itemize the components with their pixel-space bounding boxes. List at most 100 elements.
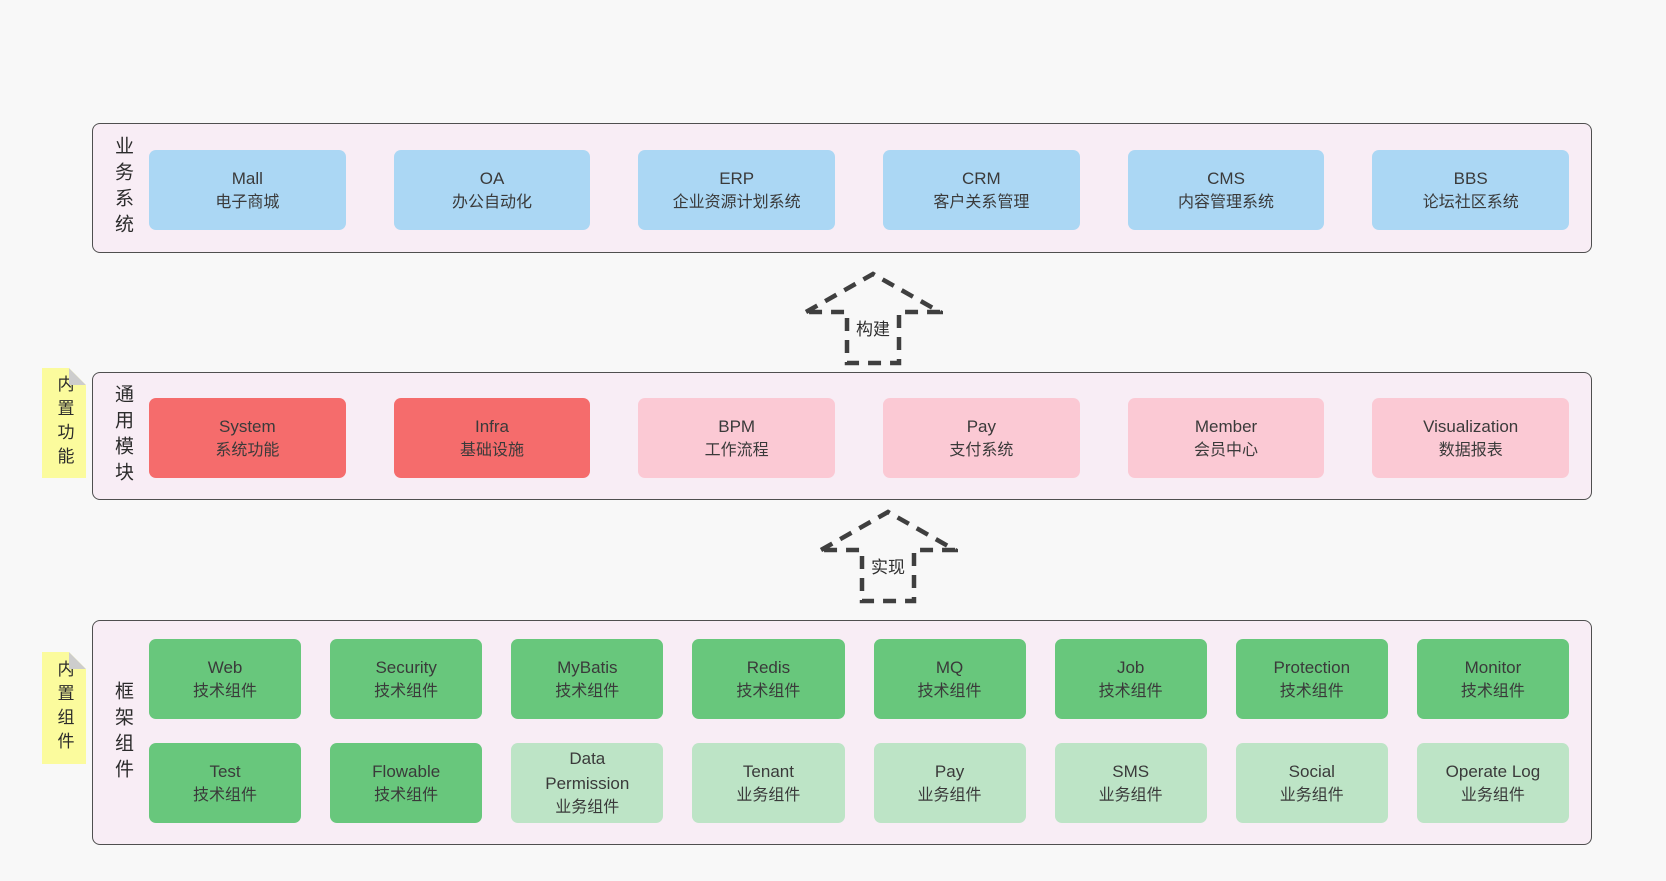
box-subtitle: 数据报表 (1438, 441, 1503, 459)
box-subtitle: 系统功能 (215, 441, 280, 459)
box-title: OA (479, 168, 505, 188)
box-subtitle: 办公自动化 (452, 193, 533, 211)
box-subtitle: 技术组件 (736, 682, 801, 700)
arrow-label-implement: 实现 (867, 552, 909, 579)
box-subtitle: 电子商城 (215, 193, 280, 211)
box-mall: Mall 电子商城 (149, 150, 346, 230)
note-fold-icon (69, 652, 86, 669)
arrow-outline (818, 509, 958, 604)
box-title: Social (1288, 761, 1335, 781)
dashed-up-arrow-icon (818, 509, 958, 604)
layer-common-modules: 通用模块 System 系统功能 Infra 基础设施 BPM 工作流程 Pay… (92, 372, 1592, 500)
note-text: 内置组件 (54, 660, 74, 756)
box-title: Protection (1273, 657, 1351, 677)
box-title: Web (207, 657, 243, 677)
box-crm: CRM 客户关系管理 (883, 150, 1080, 230)
box-redis: Redis 技术组件 (692, 639, 845, 719)
box-web: Web 技术组件 (149, 639, 302, 719)
box-subtitle: 业务组件 (1279, 786, 1344, 804)
box-subtitle: 客户关系管理 (933, 193, 1030, 211)
box-mq: MQ 技术组件 (873, 639, 1026, 719)
note-text: 内置功能 (54, 375, 74, 471)
box-title: System (218, 416, 276, 436)
box-member: Member 会员中心 (1127, 398, 1325, 478)
note-built-in-features: 内置功能 (42, 368, 86, 478)
box-title: SMS (1112, 761, 1150, 781)
box-monitor: Monitor 技术组件 (1416, 639, 1569, 719)
box-title: Operate Log (1445, 761, 1541, 781)
box-title: Job (1116, 657, 1145, 677)
box-title: Member (1194, 416, 1258, 436)
box-flowable: Flowable 技术组件 (330, 743, 483, 823)
box-cms: CMS 内容管理系统 (1127, 150, 1325, 230)
note-built-in-components: 内置组件 (42, 652, 86, 764)
arrow-outline (803, 271, 943, 366)
box-pay-component: Pay 业务组件 (873, 743, 1026, 823)
box-title: MyBatis (557, 657, 618, 677)
box-subtitle: 技术组件 (917, 682, 982, 700)
box-subtitle: 企业资源计划系统 (672, 193, 801, 211)
layer-label-components: 框架组件 (112, 680, 133, 785)
box-subtitle: 支付系统 (949, 441, 1014, 459)
box-title: CMS (1207, 168, 1245, 188)
box-job: Job 技术组件 (1054, 639, 1207, 719)
components-boxes-grid: Web 技术组件 Security 技术组件 MyBatis 技术组件 Redi… (149, 639, 1569, 823)
box-social: Social 业务组件 (1235, 743, 1388, 823)
box-visualization: Visualization 数据报表 (1372, 398, 1570, 478)
box-title: Pay (966, 416, 996, 436)
box-subtitle: 技术组件 (374, 682, 439, 700)
dashed-up-arrow-icon (803, 271, 943, 366)
box-infra: Infra 基础设施 (393, 398, 591, 478)
box-title: BBS (1453, 168, 1488, 188)
box-operate-log: Operate Log 业务组件 (1416, 743, 1569, 823)
box-subtitle: 业务组件 (555, 799, 620, 816)
box-title: Redis (746, 657, 791, 677)
arrow-implement: 实现 (818, 508, 958, 604)
arrow-label-build: 构建 (852, 314, 894, 341)
box-title: Flowable (372, 761, 441, 781)
box-subtitle: 论坛社区系统 (1422, 193, 1519, 211)
box-subtitle: 技术组件 (193, 682, 258, 700)
box-subtitle: 业务组件 (917, 786, 982, 804)
box-title: Monitor (1464, 657, 1522, 677)
box-subtitle: 技术组件 (1279, 682, 1344, 700)
box-subtitle: 技术组件 (374, 786, 439, 804)
box-tenant: Tenant 业务组件 (692, 743, 845, 823)
business-boxes-row: Mall 电子商城 OA 办公自动化 ERP 企业资源计划系统 CRM 客户关系… (149, 150, 1570, 230)
box-subtitle: 业务组件 (1460, 786, 1525, 804)
box-title: Pay (934, 761, 965, 781)
box-subtitle: 技术组件 (555, 682, 620, 700)
box-subtitle: 业务组件 (1098, 786, 1163, 804)
arrow-build: 构建 (803, 270, 943, 366)
box-oa: OA 办公自动化 (393, 150, 591, 230)
box-mybatis: MyBatis 技术组件 (511, 639, 664, 719)
box-sms: SMS 业务组件 (1054, 743, 1207, 823)
box-title: ERP (719, 168, 755, 188)
box-title: Security (375, 657, 437, 677)
box-subtitle: 技术组件 (193, 786, 258, 804)
modules-boxes-row: System 系统功能 Infra 基础设施 BPM 工作流程 Pay 支付系统… (149, 398, 1570, 478)
box-bbs: BBS 论坛社区系统 (1372, 150, 1570, 230)
layer-label-business: 业务系统 (112, 136, 133, 240)
layer-label-modules: 通用模块 (112, 384, 133, 488)
box-title: CRM (961, 168, 1001, 188)
box-pay: Pay 支付系统 (883, 398, 1080, 478)
box-subtitle: 技术组件 (1098, 682, 1163, 700)
box-subtitle: 内容管理系统 (1178, 193, 1275, 211)
box-subtitle: 工作流程 (704, 441, 769, 459)
box-title: Infra (474, 416, 510, 436)
box-bpm: BPM 工作流程 (638, 398, 836, 478)
box-title: Test (209, 761, 241, 781)
box-subtitle: 业务组件 (736, 786, 801, 804)
layer-framework-components: 框架组件 Web 技术组件 Security 技术组件 MyBatis 技术组件… (92, 620, 1592, 845)
box-subtitle: 会员中心 (1194, 441, 1259, 459)
note-fold-icon (69, 368, 86, 385)
box-title: Tenant (742, 761, 794, 781)
box-test: Test 技术组件 (149, 743, 302, 823)
box-subtitle: 基础设施 (460, 441, 525, 459)
box-system: System 系统功能 (149, 398, 346, 478)
box-subtitle: 技术组件 (1460, 682, 1525, 700)
box-title: Mall (231, 168, 263, 188)
box-erp: ERP 企业资源计划系统 (638, 150, 836, 230)
